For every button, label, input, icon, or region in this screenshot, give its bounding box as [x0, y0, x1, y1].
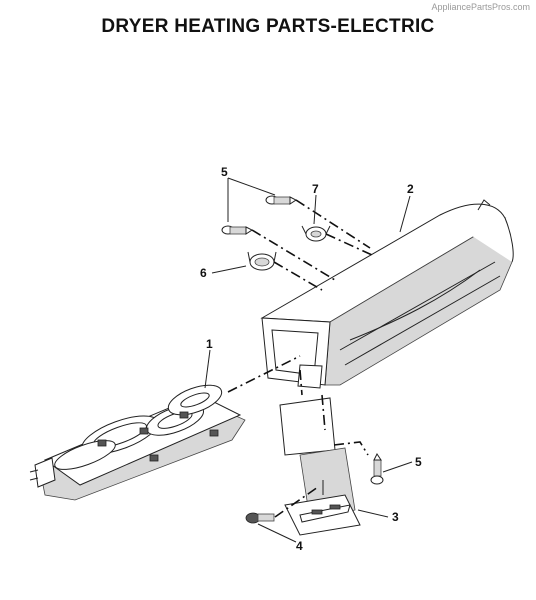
callout-2: 2: [407, 182, 414, 196]
screw-upper[interactable]: [221, 225, 253, 235]
callout-5-upper: 5: [221, 165, 228, 179]
heater-housing[interactable]: [260, 199, 514, 389]
callout-5-lower: 5: [415, 455, 422, 469]
high-limit-thermostat[interactable]: [247, 251, 277, 271]
page-title: DRYER HEATING PARTS-ELECTRIC: [101, 16, 435, 37]
heater-element[interactable]: [29, 379, 246, 501]
callout-7: 7: [312, 182, 319, 196]
screw-bracket[interactable]: [245, 512, 275, 524]
assembly-lines: [227, 199, 373, 518]
callout-6: 6: [200, 266, 207, 280]
callout-4: 4: [296, 539, 303, 553]
callout-1: 1: [206, 337, 213, 351]
screw-lower[interactable]: [370, 453, 384, 485]
thermal-cutoff[interactable]: [301, 225, 331, 242]
leader-lines: [204, 177, 413, 543]
screw-upper-2[interactable]: [265, 195, 297, 205]
callout-3: 3: [392, 510, 399, 524]
mounting-bracket[interactable]: [279, 397, 361, 536]
watermark: AppliancePartsPros.com: [431, 2, 530, 12]
